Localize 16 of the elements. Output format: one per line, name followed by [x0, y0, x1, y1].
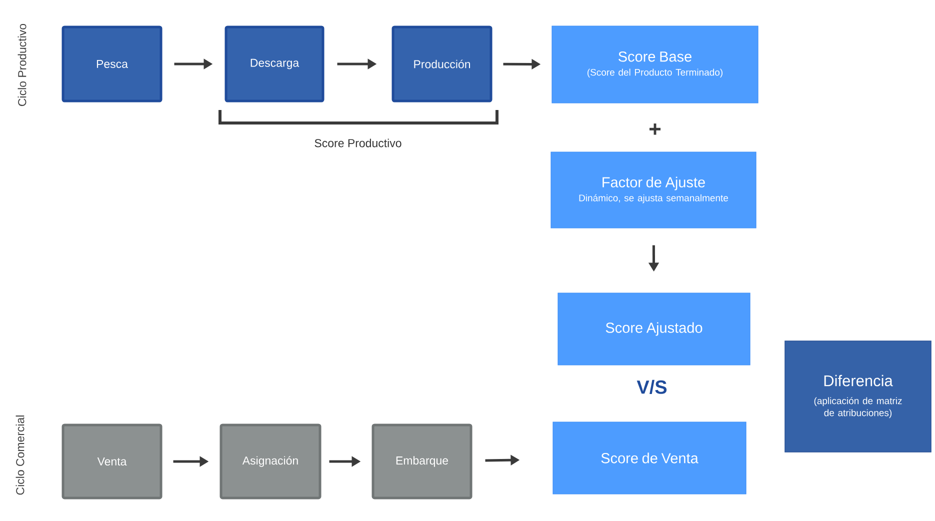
process-box: Descarga: [224, 26, 324, 102]
process-box: Venta: [62, 424, 162, 500]
score-box: Score Base (Score del Producto Terminado): [552, 26, 758, 104]
bracket-label: Score Productivo: [314, 138, 402, 148]
score-box: Factor de Ajuste Dinámico, se ajusta semanalmente: [550, 152, 756, 228]
process-box: Asignación: [220, 424, 322, 500]
axis-label: Ciclo Comercial: [16, 416, 24, 495]
result-box: Diferencia (aplicación de matriz de atribuciones): [784, 340, 932, 452]
process-box: Pesca: [62, 26, 162, 102]
process-box: Producción: [392, 26, 492, 102]
process-box: Embarque: [372, 424, 472, 500]
score-box: Score Ajustado: [558, 292, 750, 366]
versus-label: V/S: [636, 380, 667, 394]
axis-label: Ciclo Productivo: [18, 24, 26, 106]
score-box: Score de Venta: [552, 422, 746, 494]
plus-sign: +: [650, 124, 661, 135]
